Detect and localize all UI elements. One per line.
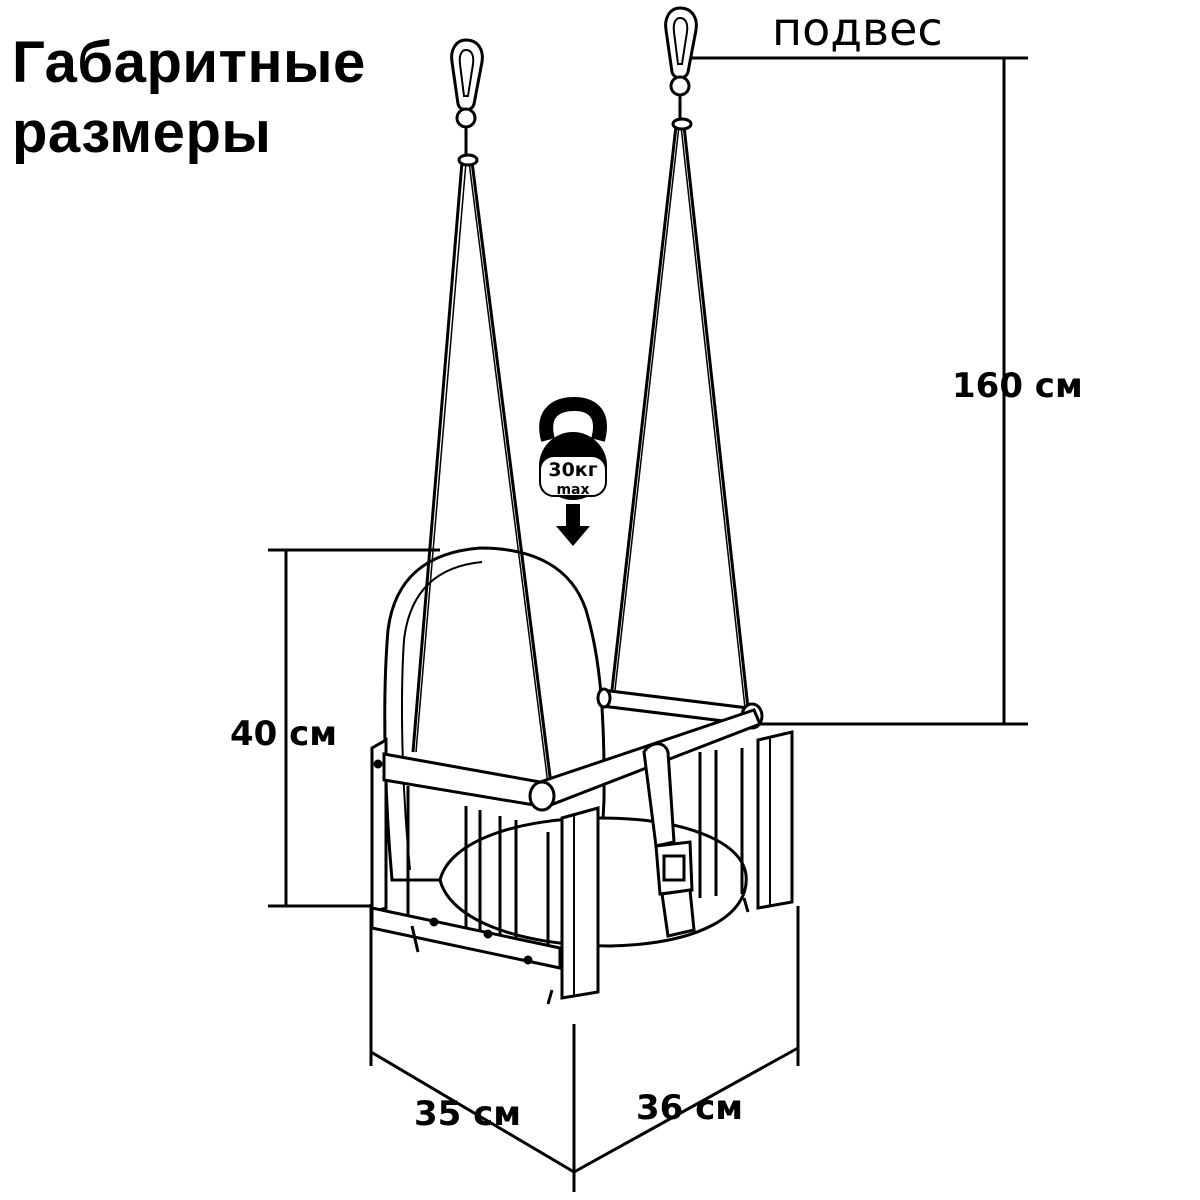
carabiner-left-icon <box>450 38 484 167</box>
weight-sub: max <box>556 482 589 498</box>
right-side-panel <box>756 730 794 910</box>
rope-left-back <box>470 161 554 793</box>
safety-strap <box>642 742 696 938</box>
title-line-1: Габаритные <box>12 30 366 95</box>
kettlebell-icon <box>539 396 607 500</box>
rope-left-front <box>411 161 464 753</box>
diagram-title: Габаритные размеры <box>12 28 366 168</box>
weight-badge: 30кг max <box>539 396 607 546</box>
ropes <box>411 125 750 793</box>
title-line-2: размеры <box>12 100 272 165</box>
rope-right-front <box>610 125 678 691</box>
width-dim-line <box>573 1046 799 1174</box>
front-bottom-rail <box>370 906 562 970</box>
arrow-down-icon <box>556 504 590 546</box>
left-side-panel <box>370 737 388 914</box>
depth-dim-line <box>370 1050 575 1174</box>
dimension-lines <box>268 56 1028 1192</box>
rope-right-back <box>682 125 750 709</box>
depth-label: 35 см <box>414 1094 522 1134</box>
carabiner-right-icon <box>664 6 698 131</box>
weight-value: 30кг <box>548 459 597 481</box>
suspension-label: подвес <box>772 2 943 56</box>
front-corner-panel <box>560 806 600 1000</box>
height-total-label: 160 см <box>952 366 1083 406</box>
seat-height-label: 40 см <box>230 714 338 754</box>
